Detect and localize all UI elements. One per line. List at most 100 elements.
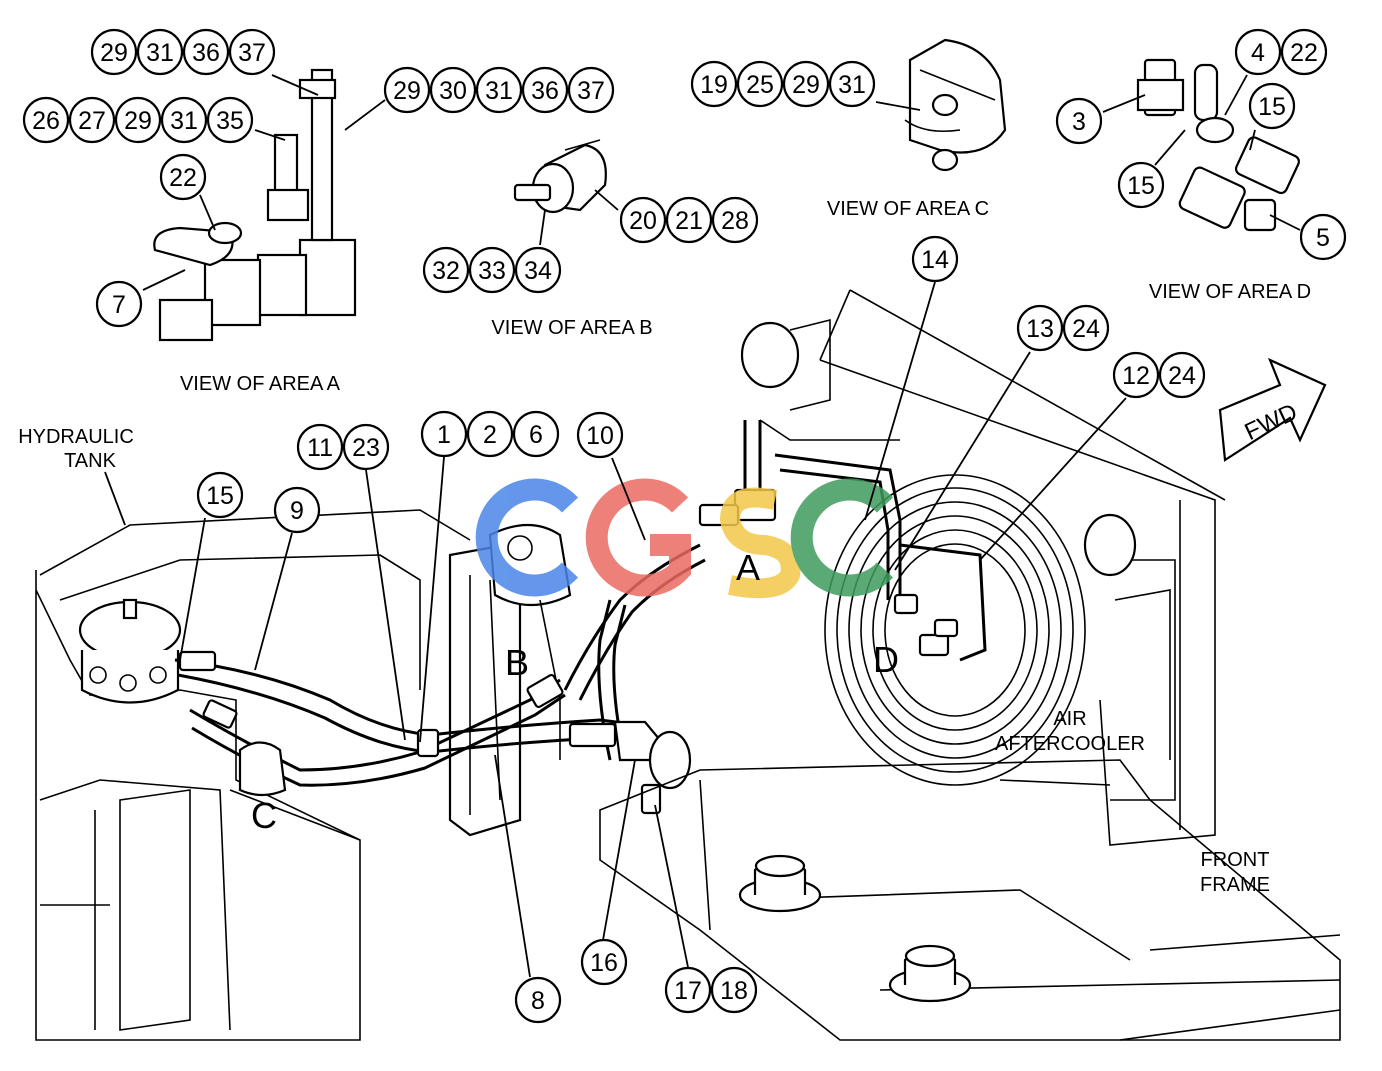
callout-number: 37 xyxy=(238,39,266,67)
view-area-a-label: VIEW OF AREA A xyxy=(180,373,341,395)
watermark xyxy=(475,478,894,599)
callout-bubble xyxy=(711,196,759,244)
view-area-c-label: VIEW OF AREA C xyxy=(827,198,989,220)
callout-bubble xyxy=(90,28,138,76)
callout-bubble xyxy=(182,28,230,76)
callout-bubble xyxy=(1248,82,1296,130)
view-area-a-illustration xyxy=(153,68,357,342)
callout-number: 35 xyxy=(216,107,244,135)
callout-bubble xyxy=(567,66,615,114)
callout-bubble xyxy=(664,966,712,1014)
callout-bubble xyxy=(228,28,276,76)
callout-bubble xyxy=(1016,304,1064,352)
aftercooler-fan xyxy=(824,474,1086,786)
hydraulic-tank-label-1: HYDRAULIC xyxy=(18,426,134,448)
hydraulic-tank-label-2: TANK xyxy=(64,450,117,472)
callout-bubble xyxy=(206,96,254,144)
forward-arrow-icon: FWD xyxy=(1218,357,1327,462)
area-letter-b: B xyxy=(505,642,529,683)
callout-bubble xyxy=(580,938,628,986)
callout-group-g3: 22 xyxy=(159,153,207,201)
callout-number: 34 xyxy=(524,257,552,285)
callout-bubble xyxy=(690,60,738,108)
callout-number: 37 xyxy=(577,77,605,105)
callout-number: 18 xyxy=(720,977,748,1005)
callout-bubble xyxy=(114,96,162,144)
view-area-b-illustration xyxy=(513,139,607,214)
callout-number: 5 xyxy=(1316,224,1330,252)
callout-number: 11 xyxy=(307,434,333,462)
callout-number: 29 xyxy=(792,71,820,99)
callout-bubble xyxy=(342,423,390,471)
callout-bubble xyxy=(160,96,208,144)
callout-number: 3 xyxy=(1072,108,1086,136)
main-assembly-illustration xyxy=(35,289,1341,1041)
view-area-b-label: VIEW OF AREA B xyxy=(491,317,652,339)
callout-bubble xyxy=(521,66,569,114)
callout-number: 7 xyxy=(112,291,126,319)
callout-bubble xyxy=(1280,28,1328,76)
callout-number: 31 xyxy=(146,39,174,67)
callout-number: 29 xyxy=(100,39,128,67)
callout-number: 32 xyxy=(432,257,460,285)
area-letter-d: D xyxy=(873,639,899,680)
callout-number: 31 xyxy=(170,107,198,135)
callout-group-g15: 13 24 xyxy=(1016,304,1110,352)
front-frame-label-1: FRONT xyxy=(1201,849,1270,871)
leader-lines xyxy=(142,74,1301,978)
callout-number: 28 xyxy=(721,207,749,235)
callout-number: 4 xyxy=(1251,39,1265,67)
callout-bubble xyxy=(1112,351,1160,399)
callout-number: 30 xyxy=(439,77,467,105)
callout-group-g12: 15 xyxy=(1117,161,1165,209)
view-area-d-label: VIEW OF AREA D xyxy=(1149,281,1311,303)
callout-number: 13 xyxy=(1026,315,1054,343)
callout-number: 24 xyxy=(1168,362,1196,390)
callout-bubble xyxy=(1234,28,1282,76)
callout-bubble xyxy=(422,246,470,294)
callout-number: 6 xyxy=(529,421,543,449)
callout-group-g9: 3 xyxy=(1055,97,1103,145)
callout-bubble xyxy=(296,423,344,471)
callout-bubble xyxy=(736,60,784,108)
callout-bubble xyxy=(1158,351,1206,399)
callout-group-g23: 16 xyxy=(580,938,628,986)
callout-bubble xyxy=(95,280,143,328)
callout-group-g22: 8 xyxy=(514,976,562,1024)
callout-bubble xyxy=(429,66,477,114)
callout-bubble xyxy=(468,246,516,294)
callout-group-g21: 10 xyxy=(576,411,624,459)
callout-number: 22 xyxy=(169,164,197,192)
callout-number: 17 xyxy=(674,977,702,1005)
callout-number: 25 xyxy=(746,71,774,99)
callout-number: 26 xyxy=(32,107,60,135)
callout-group-g13: 5 xyxy=(1299,213,1347,261)
callout-bubble xyxy=(1055,97,1103,145)
callout-bubble xyxy=(273,486,321,534)
callout-number: 21 xyxy=(675,207,703,235)
area-letter-c: C xyxy=(251,795,277,836)
callout-bubble xyxy=(512,410,560,458)
callout-bubble xyxy=(466,410,514,458)
callout-bubble xyxy=(911,235,959,283)
front-frame-label-2: FRAME xyxy=(1200,874,1270,896)
callout-number: 24 xyxy=(1072,315,1100,343)
labels: VIEW OF AREA A VIEW OF AREA B VIEW OF AR… xyxy=(18,198,1311,896)
callout-bubble xyxy=(159,153,207,201)
callout-bubble xyxy=(1117,161,1165,209)
callout-group-g18: 9 xyxy=(273,486,321,534)
view-area-c-illustration xyxy=(904,38,1007,172)
callout-bubble xyxy=(136,28,184,76)
callout-number: 10 xyxy=(586,422,614,450)
callout-number: 8 xyxy=(531,987,545,1015)
callout-bubble xyxy=(1062,304,1110,352)
callout-bubble xyxy=(22,96,70,144)
